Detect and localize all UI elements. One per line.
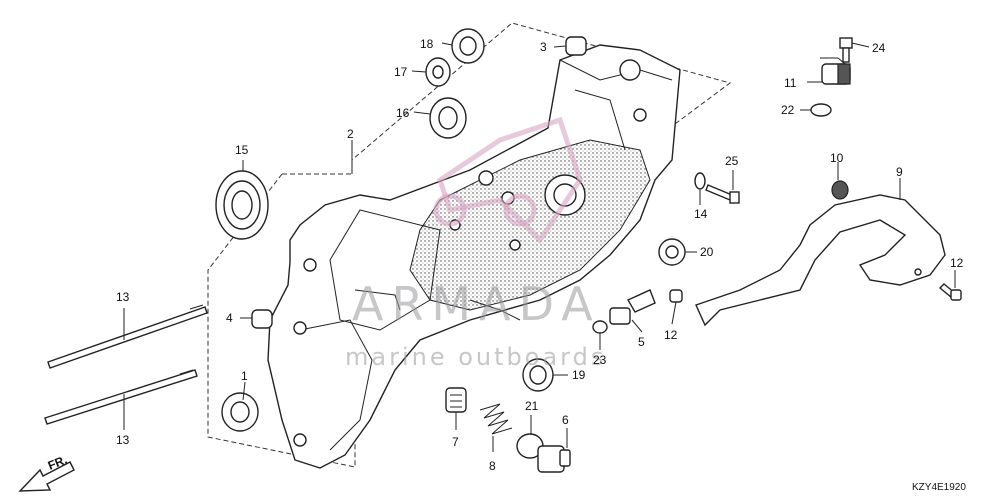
- callout-2: 2: [347, 127, 354, 141]
- oil-seal-20: [658, 238, 686, 266]
- crankcase-main: [267, 44, 681, 469]
- bearing-18: [451, 28, 485, 64]
- drain-cap-6: [537, 445, 571, 473]
- callout-13-upper: 13: [116, 290, 130, 304]
- callout-7: 7: [452, 435, 459, 449]
- watermark-logo: ARMADA marine outboards: [345, 116, 606, 371]
- stud-bolts: [44, 304, 208, 425]
- bearing-1: [221, 392, 259, 432]
- callout-19: 19: [572, 368, 586, 382]
- callout-3: 3: [540, 40, 547, 54]
- callout-13-lower: 13: [116, 433, 130, 447]
- callout-22: 22: [781, 103, 795, 117]
- callout-20: 20: [700, 245, 714, 259]
- callout-21: 21: [525, 399, 539, 413]
- bolt-12a: [669, 289, 683, 303]
- callout-16: 16: [396, 106, 410, 120]
- callout-18: 18: [420, 37, 434, 51]
- callout-10: 10: [830, 151, 844, 165]
- callout-25: 25: [725, 154, 739, 168]
- assembly-boundary: [207, 22, 732, 468]
- guide-plate-9: [695, 194, 946, 327]
- callout-15: 15: [235, 143, 249, 157]
- watermark-brand: ARMADA: [352, 277, 601, 331]
- dowel-pin-3: [565, 36, 587, 56]
- bolt-24: [839, 37, 853, 63]
- callout-17: 17: [394, 65, 408, 79]
- front-label: FR.: [46, 453, 69, 473]
- callout-12-right: 12: [950, 256, 964, 270]
- callout-9: 9: [896, 165, 903, 179]
- callout-14: 14: [694, 207, 708, 221]
- strainer-7: [445, 387, 467, 413]
- speed-sensor-11: [821, 63, 851, 85]
- front-arrow-icon: [18, 461, 75, 492]
- bearing-16: [429, 97, 467, 139]
- callout-23: 23: [593, 353, 607, 367]
- washer-14: [694, 172, 706, 190]
- callout-11: 11: [784, 76, 797, 90]
- leader-lines: [123, 42, 956, 452]
- bolt-25: [705, 184, 740, 204]
- watermark-tagline: marine outboards: [345, 343, 606, 371]
- bearing-15: [215, 170, 269, 240]
- callout-4: 4: [226, 311, 233, 325]
- callout-1: 1: [241, 369, 248, 383]
- spring-8: [479, 403, 513, 435]
- callout-12-left: 12: [664, 328, 678, 342]
- callout-24: 24: [872, 41, 886, 55]
- bolt-12b: [938, 283, 962, 301]
- dowel-pin-4: [251, 309, 273, 329]
- oil-seal-19: [522, 358, 554, 392]
- figure-code: KZY4E1920: [912, 482, 966, 493]
- callout-6: 6: [562, 413, 569, 427]
- o-ring-22: [810, 103, 832, 117]
- bearing-17: [425, 57, 451, 87]
- sensor-5: [609, 289, 656, 325]
- callout-5: 5: [638, 335, 645, 349]
- callout-8: 8: [489, 459, 496, 473]
- seal-10: [831, 180, 849, 200]
